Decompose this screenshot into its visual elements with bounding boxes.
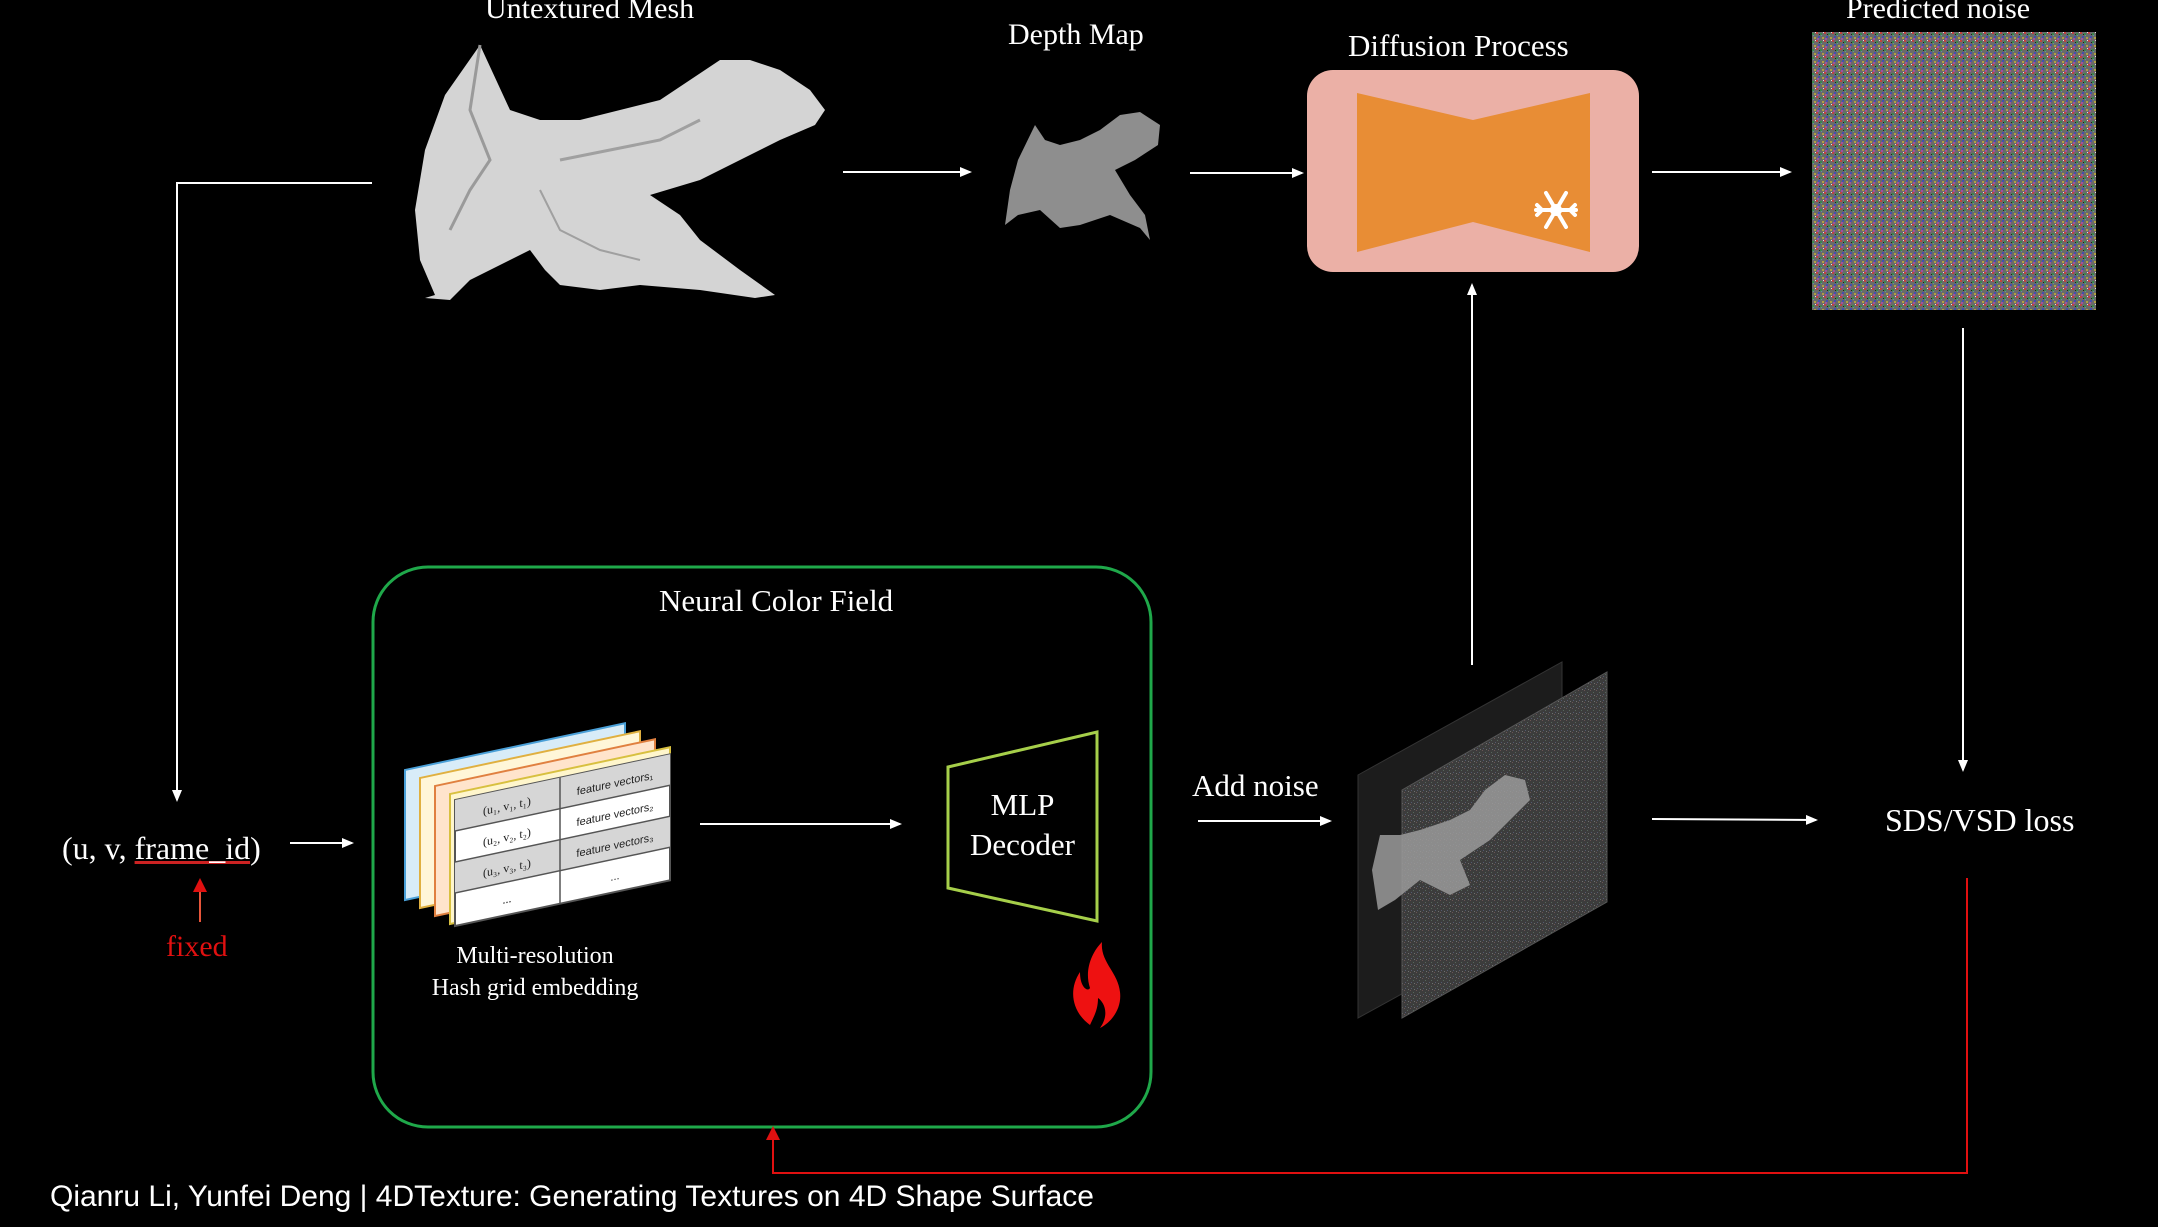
diffusion-process-label: Diffusion Process <box>1348 28 1569 63</box>
hash-feature-4: ... <box>610 870 619 884</box>
predicted-noise-label: Predicted noise <box>1846 0 2031 25</box>
footer-credits: Qianru Li, Yunfei Deng | 4DTexture: Gene… <box>50 1180 1094 1213</box>
hash-table-front: (u₁, v₁, t₁) feature vectors₁ (u₂, v₂, t… <box>454 753 671 928</box>
coords-frame-id: frame_id <box>134 830 251 866</box>
sds-vsd-loss-label: SDS/VSD loss <box>1885 802 2075 838</box>
neural-color-field-label: Neural Color Field <box>659 583 894 618</box>
mlp-label-line1: MLP <box>990 787 1055 822</box>
hash-caption-line2: Hash grid embedding <box>431 975 639 1001</box>
add-noise-label: Add noise <box>1192 768 1319 803</box>
arrow-render-to-loss <box>1651 814 1818 825</box>
predicted-noise-image <box>1812 32 2096 310</box>
mlp-label-line2: Decoder <box>970 827 1075 862</box>
arrow-mesh-to-coords <box>172 182 372 802</box>
depth-map-label: Depth Map <box>1008 18 1144 51</box>
gradient-feedback-line <box>766 878 1968 1174</box>
depth-map-image <box>1005 112 1160 240</box>
hash-grid-caption: Multi-resolution Hash grid embedding <box>400 940 670 1004</box>
unet-shape <box>1357 93 1590 252</box>
mlp-decoder-shape <box>946 730 1099 923</box>
input-coordinates: (u, v, frame_id) <box>62 830 261 867</box>
snowflake-icon <box>1534 191 1578 229</box>
untextured-mesh-image <box>415 44 825 300</box>
fixed-label: fixed <box>166 930 228 963</box>
mlp-decoder-label: MLP Decoder <box>955 785 1090 865</box>
coords-suffix: ) <box>250 830 261 866</box>
hash-grid-stack: (u₁, v₁, t₁) feature vectors₁ (u₂, v₂, t… <box>404 722 671 928</box>
coords-prefix: (u, v, <box>62 830 135 866</box>
hash-caption-line1: Multi-resolution <box>456 943 614 969</box>
noisy-render-stack <box>1357 661 1608 1019</box>
neural-color-field-box <box>371 565 1153 1129</box>
flame-icon <box>1073 942 1121 1028</box>
untextured-mesh-label: Untextured Mesh <box>485 0 695 25</box>
hash-coord-4: ... <box>503 891 512 907</box>
